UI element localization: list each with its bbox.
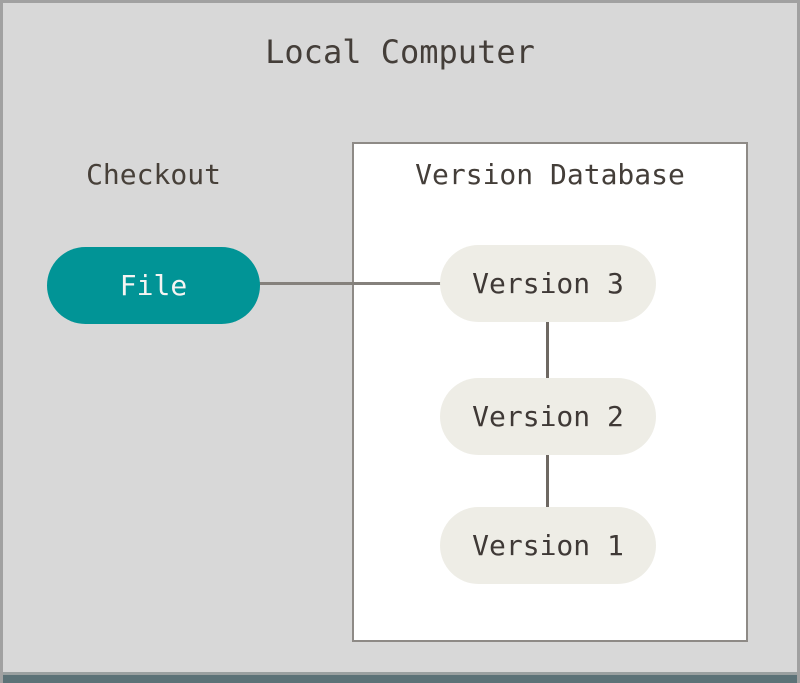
- bottom-border-band: [3, 672, 797, 683]
- connector-file-to-version3: [258, 282, 443, 285]
- connector-version2-to-version1: [546, 455, 549, 507]
- file-node: File: [47, 247, 260, 324]
- diagram-title: Local Computer: [265, 33, 535, 71]
- version2-node: Version 2: [440, 378, 656, 455]
- connector-version3-to-version2: [546, 322, 549, 378]
- version3-node: Version 3: [440, 245, 656, 322]
- version-database-title: Version Database: [415, 158, 685, 191]
- version1-node: Version 1: [440, 507, 656, 584]
- checkout-label: Checkout: [86, 158, 221, 191]
